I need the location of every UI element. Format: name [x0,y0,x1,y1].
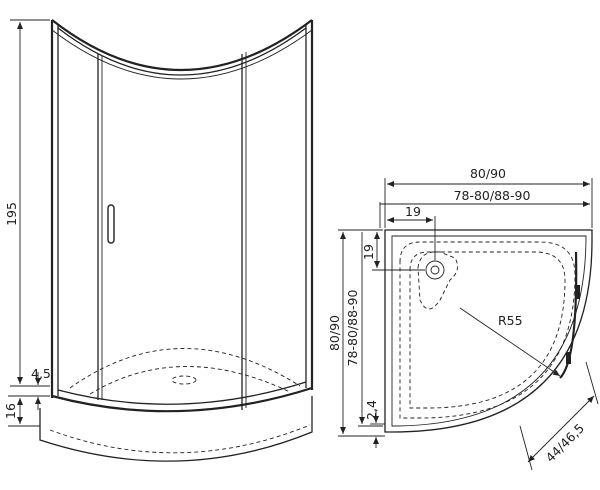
label-tray-height: 16 [3,403,18,419]
dimension-height: 195 [4,19,50,387]
label-height-total: 195 [4,202,19,226]
dimension-height-inner: 78-80/88-90 [345,232,383,427]
dimension-profile-gap: 4,5 [28,366,51,410]
dimension-width-outer: 80/90 [384,166,593,228]
dimension-drain-y: 19 [361,232,425,271]
plan-tray-outline [384,229,593,433]
shower-tray [39,348,313,462]
label-profile-offset: 2,4 [364,400,379,420]
dimension-diagonal: 44/46,5 [519,361,599,471]
dimension-profile-offset: 2,4 [364,400,385,448]
label-height-inner: 78-80/88-90 [345,290,360,367]
radius-leader: R55 [459,307,561,377]
label-radius: R55 [498,313,523,328]
dimension-width-inner: 78-80/88-90 [379,188,590,228]
dimension-drain-x: 19 [387,204,436,260]
enclosure-frame [50,19,314,413]
label-diagonal: 44/46,5 [543,421,588,466]
label-width-inner: 78-80/88-90 [454,188,531,203]
label-drain-y: 19 [361,244,376,260]
plan-door-profile [559,251,580,379]
sliding-doors [97,52,247,410]
label-width-outer: 80/90 [470,166,506,181]
label-profile-gap: 4,5 [31,366,51,381]
door-handle [107,204,115,244]
label-drain-x: 19 [405,204,421,219]
drain [425,260,445,280]
plan-view: R55 80/90 78-80/88-90 19 19 [327,166,599,471]
label-height-outer: 80/90 [327,315,342,351]
front-view: 195 4,5 16 [3,19,314,462]
dimension-tray-height: 16 [3,395,40,427]
